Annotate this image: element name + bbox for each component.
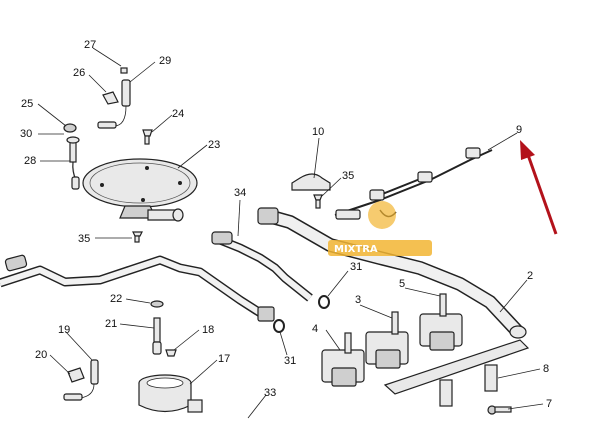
screw-part-24 <box>142 129 153 145</box>
callout-17: 17 <box>218 353 230 365</box>
callout-2: 2 <box>527 270 533 282</box>
callout-22: 22 <box>110 293 122 305</box>
thermocouple-part-21 <box>152 317 162 355</box>
thermocouple-part-28 <box>63 123 80 190</box>
callout-8: 8 <box>543 363 549 375</box>
screw-part-7 <box>487 405 512 415</box>
ignition-electrode-part-29 <box>97 67 131 129</box>
callout-24: 24 <box>172 108 184 120</box>
callout-25: 25 <box>21 98 33 110</box>
burner-cap-part-23 <box>82 158 198 222</box>
highlight-arrow <box>520 140 558 235</box>
callout-26: 26 <box>73 67 85 79</box>
callout-33: 33 <box>264 387 276 399</box>
screw-part-35-right <box>313 194 323 209</box>
callout-27: 27 <box>84 39 96 51</box>
callout-labels: 27 29 26 25 24 30 28 23 10 9 35 34 35 31… <box>20 39 552 410</box>
callout-19: 19 <box>58 324 70 336</box>
clip-part-20 <box>67 367 85 383</box>
callout-28: 28 <box>24 155 36 167</box>
callout-18: 18 <box>202 324 214 336</box>
callout-7: 7 <box>546 398 552 410</box>
bracket-part-8 <box>383 339 530 407</box>
clamp-part-10 <box>291 173 331 191</box>
callout-20: 20 <box>35 349 47 361</box>
callout-4: 4 <box>312 323 318 335</box>
callout-5: 5 <box>399 278 405 290</box>
callout-10: 10 <box>312 126 324 138</box>
callout-23: 23 <box>208 139 220 151</box>
gas-valve-part-5 <box>419 293 463 351</box>
screw-part-18 <box>165 349 177 357</box>
washer-part-22 <box>150 300 164 308</box>
callout-31-lower: 31 <box>284 355 296 367</box>
callout-30: 30 <box>20 128 32 140</box>
callout-31-upper: 31 <box>350 261 362 273</box>
leader-lines <box>37 47 544 419</box>
burner-base-part-17 <box>138 374 203 413</box>
callout-35-left: 35 <box>78 233 90 245</box>
gas-valve-part-4 <box>321 332 365 387</box>
sealing-ring-part-31-upper <box>318 295 330 309</box>
callout-34: 34 <box>234 187 246 199</box>
callout-3: 3 <box>355 294 361 306</box>
callout-21: 21 <box>105 318 117 330</box>
watermark-logo: MIXTRA <box>328 201 432 256</box>
screw-part-35-left <box>132 231 143 243</box>
callout-9: 9 <box>516 124 522 136</box>
watermark-text: MIXTRA <box>334 244 378 255</box>
gas-pipe-left <box>0 254 275 322</box>
callout-29: 29 <box>159 55 171 67</box>
callout-35-right: 35 <box>342 170 354 182</box>
gas-pipe-part-34 <box>211 231 313 302</box>
gas-valve-part-3 <box>365 311 409 369</box>
ignition-harness-part-9 <box>334 147 493 220</box>
electrode-part-19 <box>63 359 99 401</box>
watermark-badge <box>328 240 432 256</box>
sealing-ring-part-31-lower <box>273 319 285 333</box>
gas-rail-part-2 <box>257 207 527 339</box>
